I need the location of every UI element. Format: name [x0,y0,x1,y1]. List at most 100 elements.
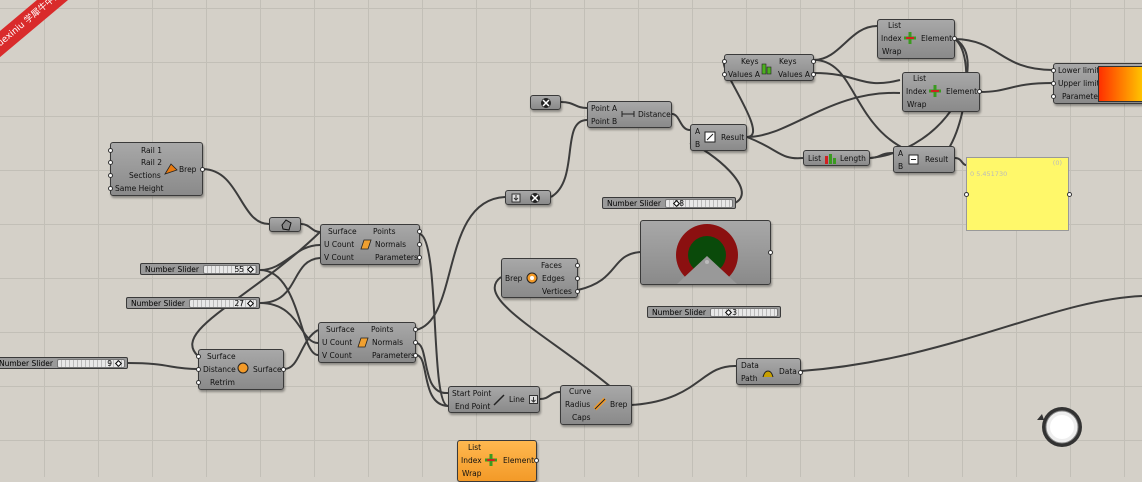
port[interactable] [1051,94,1056,99]
distance-component[interactable]: Point A Point B Distance [587,101,672,128]
port[interactable] [196,380,201,385]
panel[interactable]: (0) 0 5.451730 [964,157,1072,231]
shift-paths-component[interactable]: Data Path Data [736,358,803,385]
wire [419,233,449,407]
list-length-component[interactable]: List Length [803,150,870,166]
number-slider-3[interactable]: Number Slider 3 [647,306,781,318]
port[interactable] [575,276,580,281]
deconstruct-brep-component[interactable]: Brep Faces Edges Vertices [501,258,580,298]
brep-param[interactable] [269,217,301,232]
subtraction-component[interactable]: A B Result [893,146,955,173]
input-wrap: Wrap [882,47,902,56]
list-item-component-3[interactable]: List Index Wrap Element [457,440,539,482]
offset-surface-component[interactable]: Surface Distance Retrim Surface [196,349,286,390]
port[interactable] [108,148,113,153]
port[interactable] [811,59,816,64]
input-surface: Surface [326,325,355,334]
list-item-component-1[interactable]: List Index Wrap Element [877,19,957,59]
port[interactable] [534,458,539,463]
wire [671,113,691,131]
wire [577,251,641,291]
point-param-1[interactable] [530,95,561,110]
input-list: List [468,443,482,452]
slider-knob[interactable] [114,359,123,367]
number-slider-55[interactable]: Number Slider 55 [140,263,260,275]
output-faces: Faces [541,261,562,270]
port[interactable] [1067,192,1072,197]
sweep2-component[interactable]: Rail 1 Rail 2 Sections Same Height Brep [108,142,205,196]
surface-points-component-2[interactable]: Surface U Count V Count Points Normals P… [318,322,418,363]
input-rail2: Rail 2 [141,158,162,167]
brep-icon [281,219,292,231]
slider-knob[interactable] [246,299,255,307]
slider-track[interactable]: 18 [664,198,733,208]
preview-graphic [676,224,738,284]
output-points: Points [371,325,394,334]
port[interactable] [413,327,418,332]
port[interactable] [811,72,816,77]
slider-knob[interactable] [724,308,733,316]
port[interactable] [108,173,113,178]
port[interactable] [575,263,580,268]
port[interactable] [281,367,286,372]
geometry-preview[interactable] [640,220,773,285]
gradient-swatch[interactable] [1098,66,1142,102]
navigation-compass-icon[interactable] [1034,402,1084,450]
port[interactable] [196,354,201,359]
point-param-2[interactable] [505,190,551,205]
surface-grid-icon [360,239,372,250]
port[interactable] [417,229,422,234]
port[interactable] [417,255,422,260]
line-component[interactable]: Start Point End Point Line [448,386,540,413]
port[interactable] [952,36,957,41]
output-normals: Normals [372,338,404,347]
sort-list-component[interactable]: Keys Values A Keys Values A [722,54,816,81]
input-list: List [808,154,822,163]
port[interactable] [977,89,982,94]
slider-track[interactable]: 3 [709,307,778,317]
port[interactable] [1051,68,1056,73]
output-normals: Normals [375,240,407,249]
length-icon [825,154,836,164]
input-values-a: Values A [728,70,761,79]
division-component[interactable]: A B Result [690,124,747,151]
wire [202,168,270,225]
panel-value: 0 5.451730 [970,170,1008,178]
port[interactable] [413,340,418,345]
port[interactable] [575,289,580,294]
port[interactable] [108,186,113,191]
port[interactable] [1051,81,1056,86]
wire [300,223,321,233]
port[interactable] [722,72,727,77]
surface-points-component-1[interactable]: Surface U Count V Count Points Normals P… [320,224,422,265]
number-slider-9[interactable]: Number Slider 9 [0,357,128,369]
slider-track[interactable]: 27 [188,298,257,308]
slider-track[interactable]: 9 [56,358,125,368]
port[interactable] [413,353,418,358]
input-caps: Caps [572,413,591,422]
wire [800,295,1142,372]
slider-knob[interactable] [246,265,255,273]
port[interactable] [964,192,969,197]
number-slider-18[interactable]: Number Slider 18 [602,197,736,209]
slider-track[interactable]: 55 [202,264,257,274]
gradient-component[interactable]: Lower limit Upper limit Parameter [1051,63,1142,104]
wire [813,25,878,61]
explode-icon [526,272,538,284]
port[interactable] [722,59,727,64]
graft-icon [511,193,521,203]
wire [869,152,894,159]
surface-grid-icon [357,337,369,348]
input-surface: Surface [207,352,236,361]
port[interactable] [768,250,773,255]
port[interactable] [798,370,803,375]
port[interactable] [200,167,205,172]
port[interactable] [108,160,113,165]
port[interactable] [196,367,201,372]
distance-icon [621,111,635,117]
list-item-component-2[interactable]: List Index Wrap Element [902,72,982,112]
number-slider-27[interactable]: Number Slider 27 [126,297,260,309]
port[interactable] [417,242,422,247]
pipe-component[interactable]: Curve Radius Caps Brep [560,385,632,425]
